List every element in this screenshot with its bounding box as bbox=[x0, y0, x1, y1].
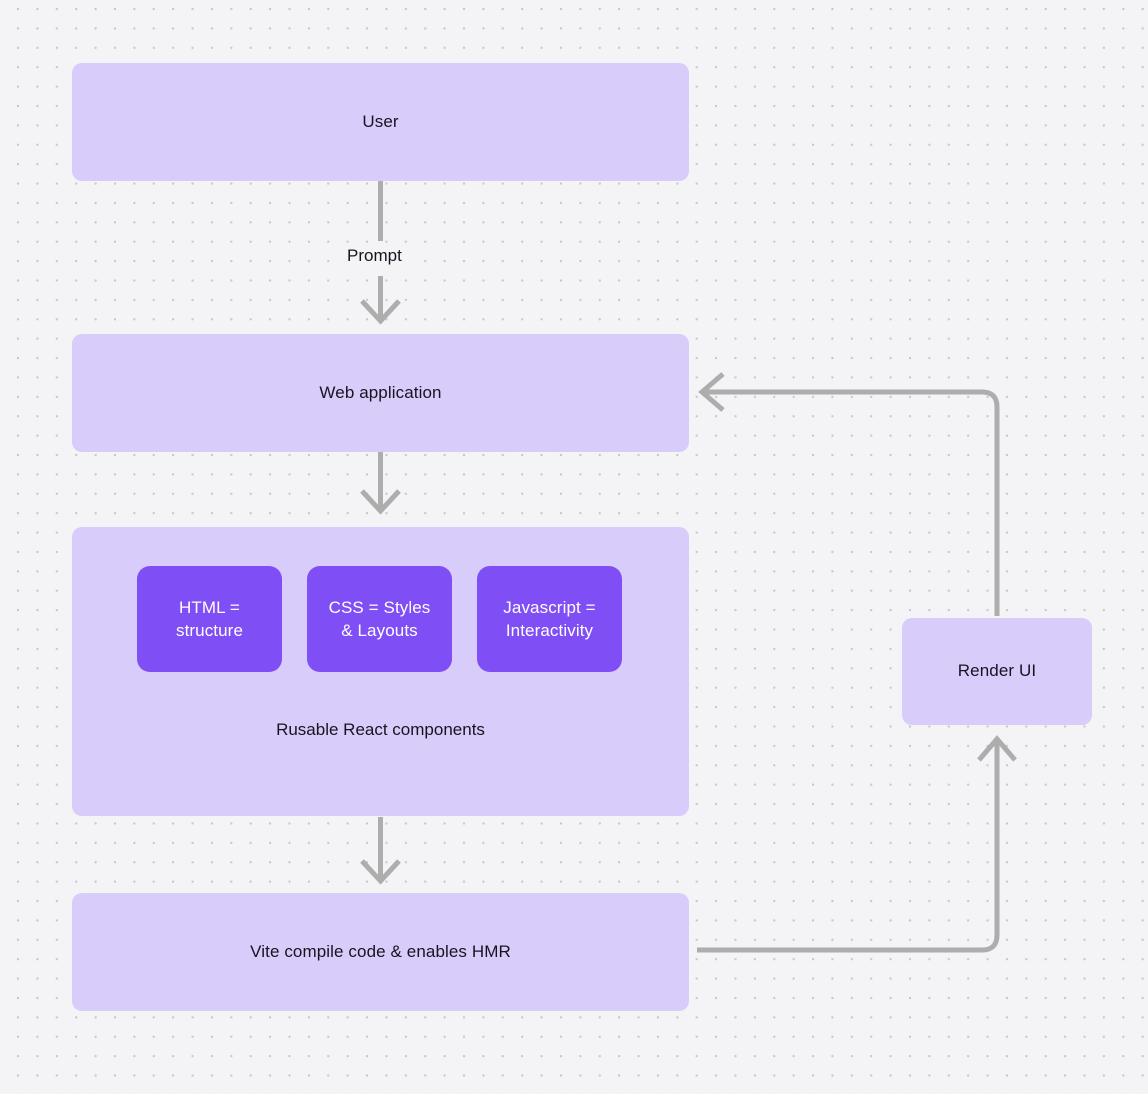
chip-html[interactable]: HTML = structure bbox=[137, 566, 282, 672]
node-user[interactable]: User bbox=[72, 63, 689, 181]
edge-vite-to-render-ui bbox=[697, 735, 1017, 953]
chip-css[interactable]: CSS = Styles & Layouts bbox=[307, 566, 452, 672]
chip-css-line2: & Layouts bbox=[341, 621, 418, 640]
chip-css-line1: CSS = Styles bbox=[328, 597, 431, 617]
chip-css-label: CSS = Styles & Layouts bbox=[329, 596, 431, 643]
chip-html-line1: HTML = bbox=[179, 597, 240, 617]
node-components-group-label: Rusable React components bbox=[276, 720, 485, 739]
node-vite-label: Vite compile code & enables HMR bbox=[250, 941, 511, 961]
edge-render-ui-to-web-application bbox=[698, 372, 1000, 616]
chip-javascript-label: Javascript = Interactivity bbox=[503, 596, 595, 643]
node-render-ui-label: Render UI bbox=[957, 661, 1037, 681]
edge-web-application-to-components bbox=[360, 452, 401, 515]
chip-javascript[interactable]: Javascript = Interactivity bbox=[477, 566, 622, 672]
chip-html-line2: structure bbox=[175, 621, 244, 640]
node-vite[interactable]: Vite compile code & enables HMR bbox=[72, 893, 689, 1011]
chip-html-label: HTML = structure bbox=[176, 596, 243, 643]
node-components-group[interactable]: HTML = structure CSS = Styles & Layouts … bbox=[72, 527, 689, 816]
node-user-label: User bbox=[362, 111, 399, 131]
chip-javascript-line1: Javascript = bbox=[503, 597, 596, 617]
node-web-application[interactable]: Web application bbox=[72, 334, 689, 452]
node-render-ui[interactable]: Render UI bbox=[902, 618, 1092, 725]
chip-javascript-line2: Interactivity bbox=[505, 621, 594, 640]
edge-label-prompt: Prompt bbox=[341, 246, 408, 266]
node-web-application-label: Web application bbox=[319, 382, 442, 402]
edge-components-to-vite bbox=[360, 817, 401, 885]
